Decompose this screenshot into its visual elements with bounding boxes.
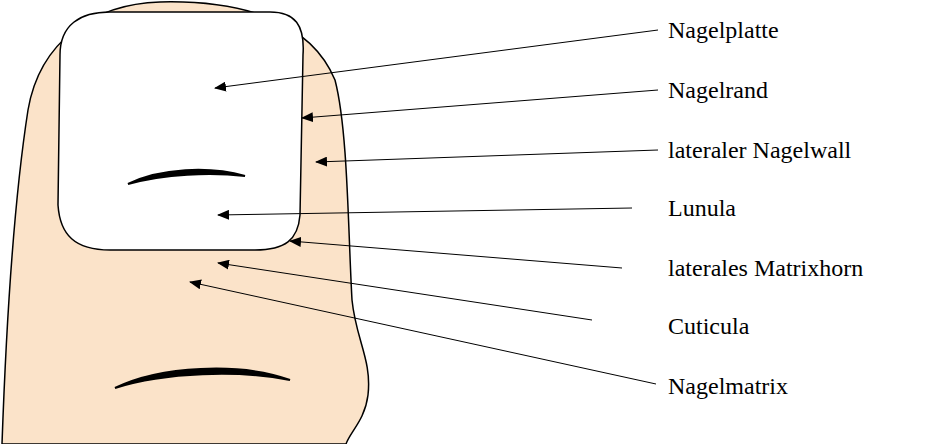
- part-label: Lunula: [668, 194, 736, 222]
- part-label: laterales Matrixhorn: [668, 254, 863, 282]
- lunula-line: [128, 170, 245, 184]
- leader-line: [290, 241, 622, 268]
- leader-line: [316, 150, 658, 162]
- part-label: Nagelmatrix: [668, 372, 788, 400]
- leader-line: [190, 282, 656, 384]
- skin-crease: [115, 369, 290, 388]
- leader-line: [215, 30, 658, 88]
- part-label: Nagelplatte: [668, 16, 779, 44]
- finger-outline: [2, 2, 369, 444]
- part-label: lateraler Nagelwall: [668, 136, 851, 164]
- leader-line: [218, 263, 592, 320]
- leader-lines: [190, 30, 658, 384]
- leader-line: [218, 208, 632, 215]
- leader-line: [302, 90, 658, 118]
- part-label: Nagelrand: [668, 76, 768, 104]
- part-label: Cuticula: [668, 312, 749, 340]
